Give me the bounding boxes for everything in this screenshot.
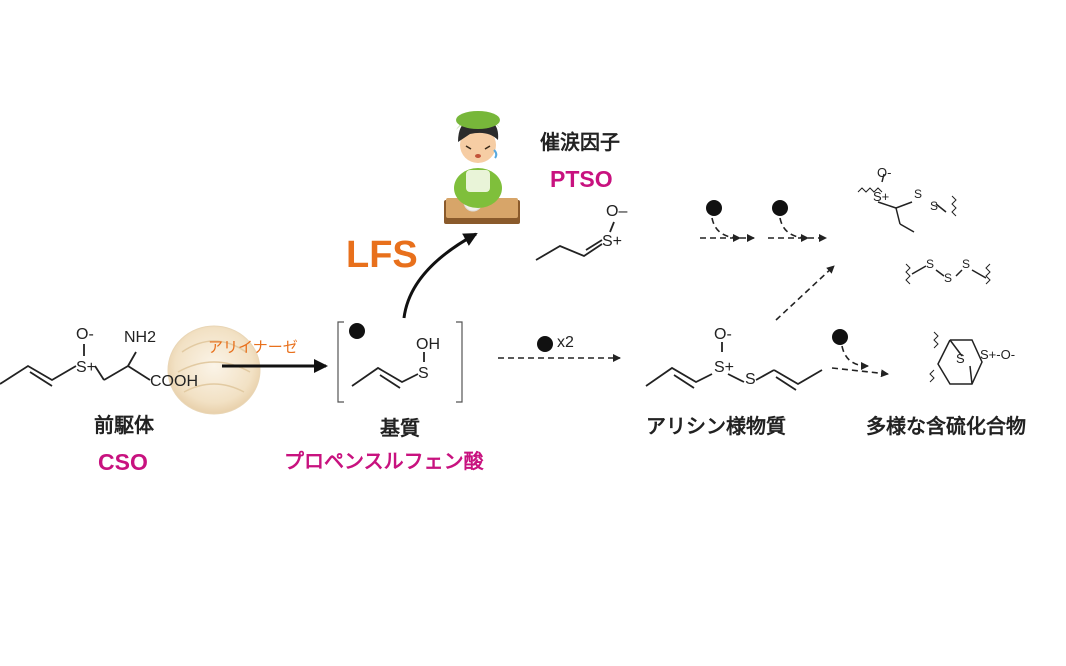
cso-amino-label: NH2	[124, 329, 157, 346]
ptso-sulfur-label: S+	[602, 233, 623, 250]
substrate-brackets	[337, 321, 463, 403]
sulfenic-oh-label: OH	[416, 336, 440, 353]
sulfenic-sulfur-label: S	[418, 365, 429, 382]
cso-sulfur-label: S+	[76, 359, 97, 376]
lfs-arrow	[402, 232, 478, 319]
allicin-structure	[645, 342, 823, 391]
reactant-dot-icon	[706, 200, 722, 216]
product3-sulfur-label: S	[956, 351, 965, 366]
allicin-sulfur-plus-label: S+	[714, 359, 735, 376]
cso-oxygen-label: O-	[76, 326, 94, 343]
precursor-code-label: CSO	[98, 449, 148, 475]
sulfenic-acid-structure	[351, 352, 425, 389]
allicin-sulfur-label: S	[745, 371, 756, 388]
product1-sulfur-label: S	[930, 199, 939, 213]
lachrymatory-factor-label: 催涙因子	[540, 130, 620, 154]
cso-structure	[0, 344, 151, 387]
precursor-label: 前駆体	[94, 413, 154, 437]
onion-illustration	[167, 325, 261, 415]
product1-oxygen-label: O-	[877, 165, 892, 180]
reactant-dot-icon	[772, 200, 788, 216]
product1-sulfur-label: S	[914, 187, 923, 201]
reactant-dot-icon	[832, 329, 848, 345]
product2-sulfur-label: S	[926, 257, 935, 271]
reactant-dot-icon	[349, 323, 365, 339]
sulfur-compounds-label: 多様な含硫化合物	[866, 414, 1026, 438]
product2-sulfur-label: S	[944, 271, 953, 285]
substrate-label: 基質	[380, 416, 420, 440]
enzyme-label: アリイナーゼ	[208, 338, 298, 356]
ptso-oxygen-label: O–	[606, 203, 628, 220]
product2-sulfur-label: S	[962, 257, 971, 271]
times-two-label: x2	[557, 334, 574, 351]
cso-carboxyl-label: COOH	[150, 373, 198, 390]
product1-sulfur-plus-label: S+	[873, 189, 890, 204]
allicin-like-label: アリシン様物質	[646, 414, 786, 438]
trisulfide-product-structure	[905, 263, 991, 285]
dashed-arrows	[498, 217, 889, 378]
reactant-dot-icon	[537, 336, 553, 352]
product3-sulfoxide-label: S+-O-	[980, 347, 1016, 362]
bicyclic-product-structure	[929, 331, 983, 385]
cook-chopping-onion-illustration	[444, 111, 520, 224]
substrate-name-label: プロペンスルフェン酸	[284, 449, 484, 473]
thiosulfinate-product-structure	[857, 173, 957, 233]
lachrymatory-code-label: PTSO	[550, 166, 613, 192]
lfs-label: LFS	[346, 234, 418, 276]
allicin-oxygen-label: O-	[714, 326, 732, 343]
ptso-structure	[535, 221, 615, 261]
